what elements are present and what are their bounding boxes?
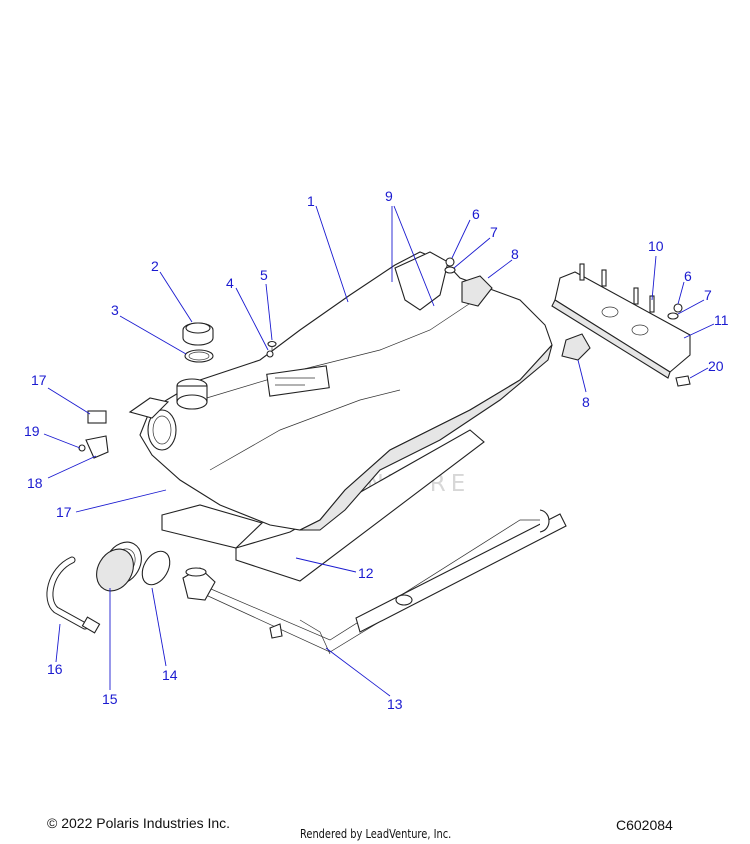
callout-1: 1 — [307, 193, 315, 209]
callout-8-lower: 8 — [582, 394, 590, 410]
label-17 — [87, 410, 107, 424]
callout-20: 20 — [708, 358, 724, 374]
pad-8-upper — [461, 275, 493, 307]
callout-6-left: 6 — [472, 206, 480, 222]
heat-shield-12 — [235, 429, 485, 582]
nut-6-left — [445, 257, 455, 267]
heat-shield-17 — [161, 504, 264, 549]
callout-17-lower: 17 — [56, 504, 72, 520]
callout-17-upper: 17 — [31, 372, 47, 388]
callout-16: 16 — [47, 661, 63, 677]
fuel-pump-assembly — [182, 509, 567, 655]
callout-7-right: 7 — [704, 287, 712, 303]
callout-13: 13 — [387, 696, 403, 712]
callout-15: 15 — [102, 691, 118, 707]
tank-bracket — [551, 263, 691, 379]
pump-seal — [141, 550, 171, 586]
cap-gasket — [184, 349, 214, 363]
callout-7-left: 7 — [490, 224, 498, 240]
callout-3: 3 — [111, 302, 119, 318]
diagram-code: C602084 — [616, 817, 673, 833]
fuel-hose — [46, 556, 101, 634]
lock-ring — [96, 541, 142, 592]
callout-18: 18 — [27, 475, 43, 491]
washer-7-right — [667, 312, 679, 320]
clip-20 — [675, 375, 691, 387]
callout-11: 11 — [714, 312, 729, 328]
clip-18 — [85, 435, 109, 459]
fuel-tank — [128, 251, 553, 531]
copyright-text: © 2022 Polaris Industries Inc. — [47, 815, 231, 831]
callout-14: 14 — [162, 667, 178, 683]
callout-9: 9 — [385, 188, 393, 204]
callout-5: 5 — [260, 267, 268, 283]
callouts: 1 2 3 4 5 6 7 8 9 10 11 12 13 14 15 16 1… — [24, 188, 729, 712]
leader-lines — [43, 205, 715, 697]
fuel-cap — [182, 322, 214, 346]
nut-6-right — [673, 303, 683, 313]
rendered-by-text: Rendered by LeadVenture, Inc. — [300, 827, 452, 841]
washer-7-left — [444, 266, 456, 274]
callout-4: 4 — [226, 275, 234, 291]
pad-8-lower — [561, 333, 591, 361]
callout-19: 19 — [24, 423, 40, 439]
callout-2: 2 — [151, 258, 159, 274]
callout-12: 12 — [358, 565, 374, 581]
callout-10: 10 — [648, 238, 664, 254]
washer-4 — [266, 350, 274, 358]
callout-6-right: 6 — [684, 268, 692, 284]
screw-5 — [267, 340, 277, 356]
callout-8-upper: 8 — [511, 246, 519, 262]
